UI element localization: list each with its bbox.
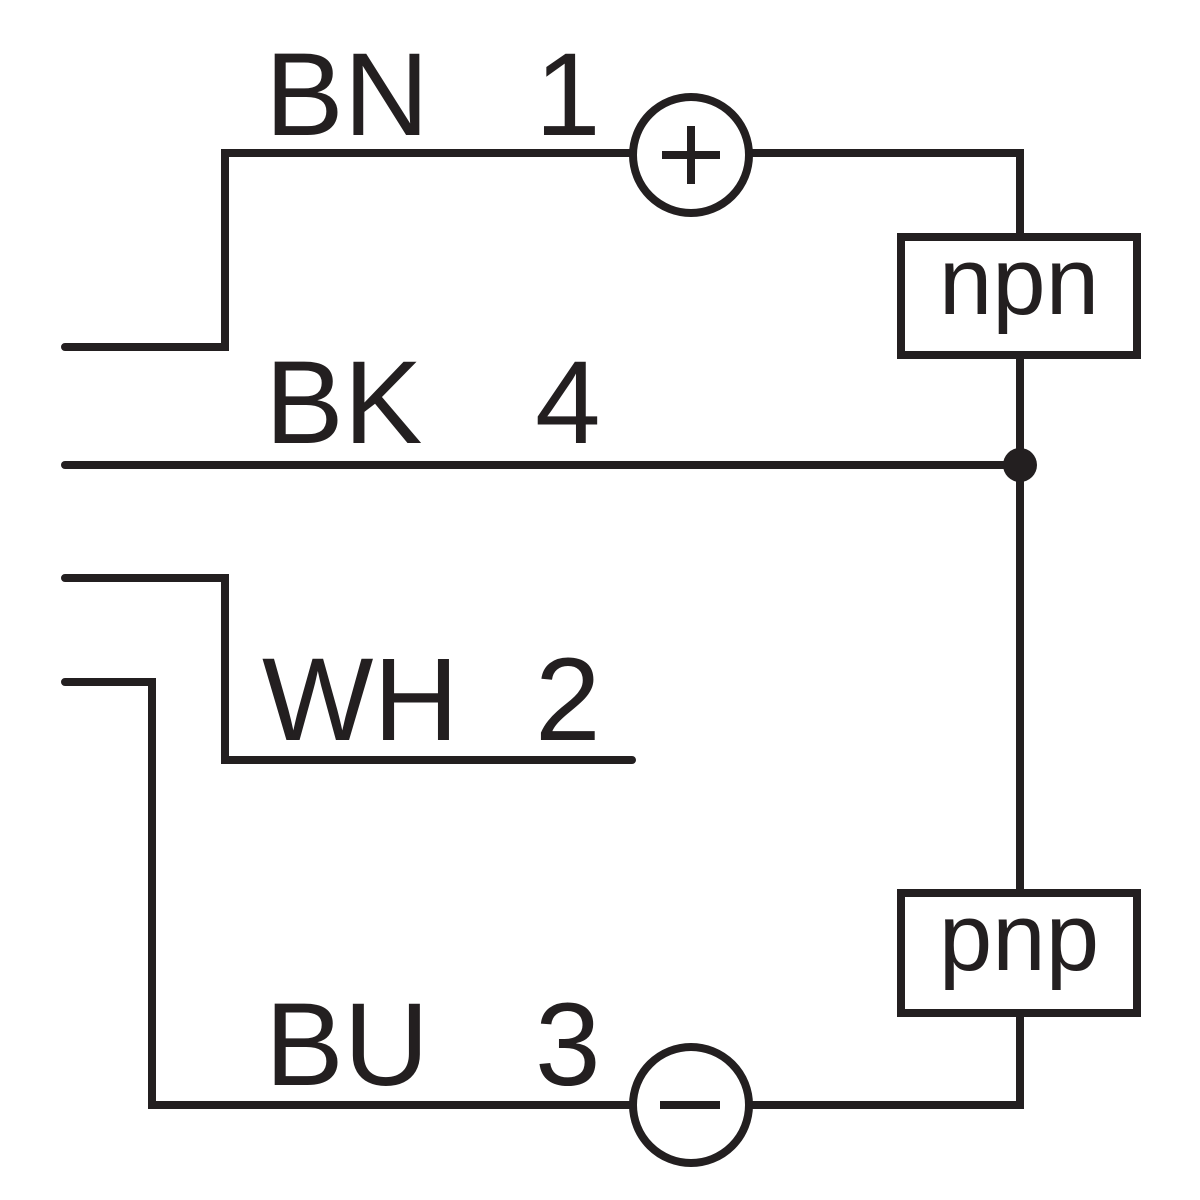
white-color-code: WH <box>262 634 459 766</box>
minus-terminal <box>629 1043 753 1167</box>
white-pin-number: 2 <box>535 634 601 766</box>
blue-wire <box>61 678 636 1109</box>
plus-terminal <box>629 93 753 217</box>
npn-label: npn <box>939 228 1099 335</box>
blue-wire-right <box>746 1009 1024 1109</box>
brown-wire-right <box>746 149 1024 241</box>
blue-color-code: BU <box>265 979 429 1111</box>
black-color-code: BK <box>265 337 422 469</box>
npn-output-box: npn <box>897 228 1141 359</box>
brown-color-code: BN <box>265 29 429 161</box>
brown-wire <box>61 149 636 351</box>
pnp-label: pnp <box>939 884 1099 991</box>
blue-pin-number: 3 <box>535 979 601 1111</box>
pnp-output-box: pnp <box>897 884 1141 1017</box>
junction-dot <box>1003 448 1037 482</box>
white-wire <box>61 574 636 764</box>
black-pin-number: 4 <box>535 337 601 469</box>
brown-pin-number: 1 <box>535 29 601 161</box>
